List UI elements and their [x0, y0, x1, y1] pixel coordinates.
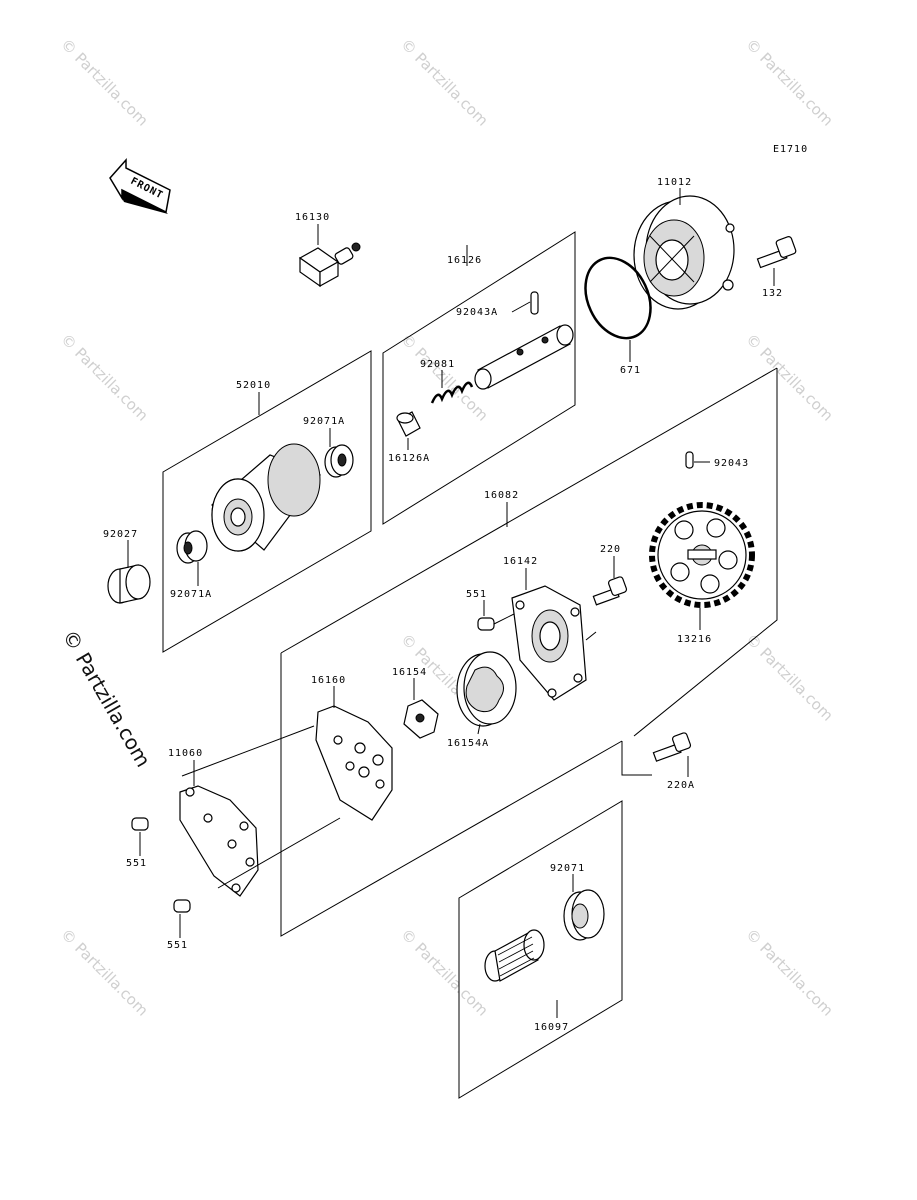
part-label: 13216 — [677, 634, 712, 645]
strainer-group-frame — [458, 800, 623, 1099]
label-leaders — [127, 188, 775, 1018]
part-label: 16082 — [484, 490, 519, 501]
part-label: 92071 — [550, 863, 585, 874]
part-label: 92081 — [420, 359, 455, 370]
pump-group-frame-right — [633, 368, 778, 737]
part-label: 92071A — [170, 589, 212, 600]
group-frames — [162, 231, 778, 1099]
relief-valve-group-frame — [382, 231, 576, 525]
dowel-551-b — [131, 817, 149, 831]
part-label: 132 — [762, 288, 783, 299]
assembly-lines — [181, 613, 597, 889]
spring-92081 — [430, 381, 474, 404]
bolt-220 — [592, 576, 628, 606]
part-label: 671 — [620, 365, 641, 376]
front-arrow-icon: FRONT — [109, 158, 171, 214]
part-label: 16154 — [392, 667, 427, 678]
collar-92027 — [107, 564, 151, 604]
watermark: © Partzilla.com — [57, 925, 152, 1020]
part-label: 551 — [126, 858, 147, 869]
part-label: 92071A — [303, 416, 345, 427]
watermark: © Partzilla.com — [397, 925, 492, 1020]
o-ring-671 — [584, 256, 652, 340]
part-label: 16130 — [295, 212, 330, 223]
part-label: 16160 — [311, 675, 346, 686]
part-label: 16154A — [447, 738, 489, 749]
part-label: 52010 — [236, 380, 271, 391]
pump-group-frame-left — [280, 653, 623, 937]
fitting-16130 — [298, 242, 361, 288]
gear-13216 — [649, 502, 755, 608]
pump-body-16142 — [511, 585, 587, 701]
part-label: 16142 — [503, 556, 538, 567]
watermark: © Partzilla.com — [742, 35, 837, 130]
dowel-551-a — [477, 617, 495, 631]
watermark: © Partzilla.com — [742, 330, 837, 425]
side-watermark: © Partzilla.com — [58, 626, 156, 772]
grommet-92071A-top — [324, 444, 354, 478]
inner-rotor-16154 — [403, 699, 439, 739]
valve-16126A — [396, 411, 421, 437]
part-label: 16097 — [534, 1022, 569, 1033]
watermark: © Partzilla.com — [742, 630, 837, 725]
pin-92043 — [685, 451, 694, 469]
oil-seal-92071 — [563, 889, 605, 941]
part-label: 220 — [600, 544, 621, 555]
plate-16160 — [315, 705, 393, 821]
watermark: © Partzilla.com — [742, 925, 837, 1020]
gasket-11060 — [179, 785, 259, 897]
part-label: 92043A — [456, 307, 498, 318]
oil-filter-group-frame — [162, 350, 372, 653]
strainer-16097 — [484, 929, 545, 982]
diagram-code: E1710 — [773, 144, 808, 155]
watermark: © Partzilla.com — [397, 35, 492, 130]
part-label: 220A — [667, 780, 695, 791]
part-label: 11060 — [168, 748, 203, 759]
part-labels: 16130 16126 92043A 92081 16126A 11012 13… — [103, 177, 783, 1033]
watermark: © Partzilla.com — [57, 35, 152, 130]
bolt-132 — [756, 236, 797, 269]
part-label: 92027 — [103, 529, 138, 540]
grommet-92071A-bottom — [176, 530, 208, 564]
part-label: 16126A — [388, 453, 430, 464]
part-label: 92043 — [714, 458, 749, 469]
part-label: 16126 — [447, 255, 482, 266]
dowel-551-c — [173, 899, 191, 913]
outer-rotor-16154A — [456, 651, 517, 727]
pump-cover-11012 — [633, 195, 735, 310]
watermark: © Partzilla.com — [57, 330, 152, 425]
valve-body-16126 — [474, 324, 574, 390]
bolt-220A — [652, 732, 692, 762]
pin-92043A — [530, 291, 539, 315]
part-label: 551 — [466, 589, 487, 600]
oil-filter-52010 — [211, 443, 321, 552]
part-label: 11012 — [657, 177, 692, 188]
part-label: 551 — [167, 940, 188, 951]
